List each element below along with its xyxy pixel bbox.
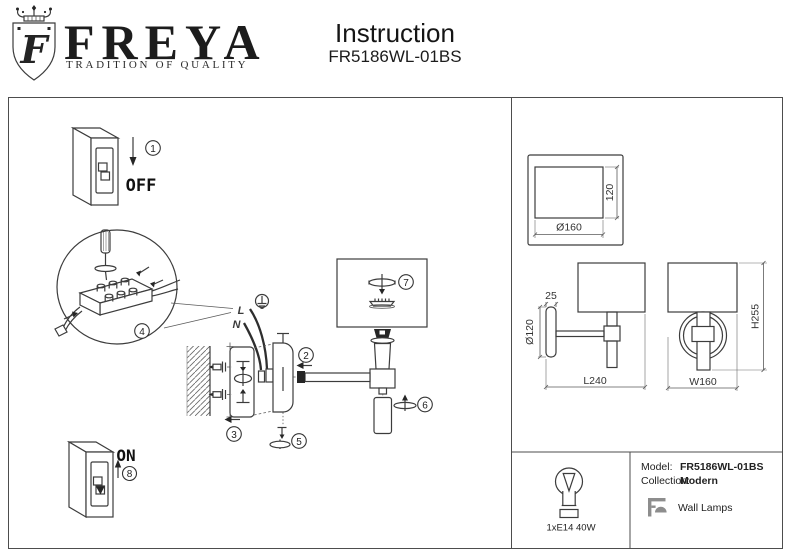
dim-height: H255 bbox=[750, 304, 762, 329]
step-marker-1 bbox=[145, 140, 161, 156]
model-value: FR5186WL-01BS bbox=[680, 461, 763, 473]
collection-value: Modern bbox=[680, 475, 718, 487]
step-number-8: 8 bbox=[127, 469, 133, 480]
model-info: Model: FR5186WL-01BS Collection: Modern … bbox=[641, 461, 763, 517]
step-number-1: 1 bbox=[150, 144, 156, 155]
mains-wiring: L N bbox=[233, 293, 274, 383]
collection-label: Collection: bbox=[641, 475, 690, 487]
bulb-spec-label: 1xE14 40W bbox=[546, 523, 595, 534]
live-wire bbox=[249, 308, 269, 370]
wall-lamp-icon bbox=[648, 498, 667, 517]
bulb-icon bbox=[554, 467, 584, 519]
step-marker-5 bbox=[291, 433, 307, 449]
keyhole-slot bbox=[233, 371, 253, 386]
live-wire-label: L bbox=[238, 305, 245, 317]
shield: F bbox=[12, 22, 56, 81]
step-marker-7 bbox=[398, 274, 414, 290]
panel-divider bbox=[511, 97, 512, 549]
page-title: Instruction bbox=[335, 18, 455, 48]
shade-front bbox=[667, 262, 738, 313]
wall-hatch bbox=[187, 346, 210, 416]
step-marker-6 bbox=[417, 396, 433, 413]
step-marker-8 bbox=[121, 465, 138, 482]
step-number-3: 3 bbox=[231, 430, 237, 441]
step-marker-4 bbox=[134, 323, 150, 339]
wall-screw bbox=[208, 389, 232, 400]
model-number: FR5186WL-01BS bbox=[328, 47, 462, 66]
arm-side bbox=[555, 330, 605, 338]
wall-arm bbox=[304, 372, 371, 383]
screwdriver-icon bbox=[94, 229, 117, 281]
side-view-drawing: 25 Ø120 L240 bbox=[524, 262, 648, 390]
step-number-6: 6 bbox=[422, 400, 428, 411]
step-number-5: 5 bbox=[296, 437, 302, 448]
step-number-7: 7 bbox=[403, 278, 409, 289]
backplate bbox=[272, 332, 294, 425]
dim-plate-thickness: 25 bbox=[545, 290, 557, 302]
bracket-screw-bottom bbox=[236, 389, 250, 404]
top-view-drawing: 120 Ø160 bbox=[527, 154, 624, 246]
step-marker-3 bbox=[226, 426, 242, 442]
wire-terminal bbox=[257, 370, 266, 383]
title-block: Instruction FR5186WL-01BS bbox=[270, 20, 520, 67]
model-label: Model: bbox=[641, 461, 673, 473]
wire-right bbox=[151, 279, 181, 292]
shade-holder-icon bbox=[368, 298, 396, 309]
neutral-wire-label: N bbox=[233, 319, 242, 331]
brand-name: FREYA bbox=[64, 14, 267, 70]
step-number-4: 4 bbox=[139, 327, 145, 338]
dim-top-depth: 120 bbox=[604, 184, 616, 202]
wire-end-connector bbox=[54, 324, 68, 337]
on-label: ON bbox=[116, 446, 135, 465]
wall-screw bbox=[208, 361, 232, 373]
step-marker-2 bbox=[298, 347, 314, 363]
crown-ornament bbox=[16, 5, 52, 22]
bulb-spec: 1xE14 40W bbox=[546, 467, 596, 534]
terminal-block bbox=[54, 266, 181, 337]
step-wire-connection: 4 bbox=[54, 229, 234, 345]
dim-projection: L240 bbox=[583, 375, 607, 387]
ground-symbol-icon bbox=[254, 293, 270, 309]
dim-top-width: Ø160 bbox=[556, 222, 582, 234]
tube-rotate-icon bbox=[393, 394, 417, 411]
glass-tube bbox=[373, 396, 393, 435]
arm-connector bbox=[297, 371, 305, 383]
step-power-off: 1 OFF bbox=[70, 126, 161, 207]
step-fix-finial: 5 bbox=[269, 426, 307, 449]
arm-junction bbox=[369, 368, 396, 389]
mounting-bracket bbox=[226, 342, 274, 421]
front-view-drawing: W160 H255 bbox=[665, 260, 767, 391]
content-border bbox=[8, 97, 783, 549]
step-attach-canopy: 2 bbox=[296, 347, 314, 369]
brand-tagline: TRADITION OF QUALITY bbox=[66, 59, 249, 71]
insert-arrows bbox=[63, 266, 164, 320]
finial-washer bbox=[269, 440, 291, 449]
off-label: OFF bbox=[126, 176, 157, 196]
magnifier-circle bbox=[56, 229, 178, 345]
finial-rotate-icon bbox=[368, 274, 396, 295]
switch-toggle bbox=[92, 476, 103, 486]
dim-plate-diameter: Ø120 bbox=[524, 319, 536, 345]
dim-width: W160 bbox=[689, 376, 717, 388]
installation-diagram: 1 OFF bbox=[54, 126, 433, 519]
neutral-wire bbox=[242, 322, 263, 371]
freya-crest-logo: F bbox=[12, 5, 56, 81]
socket-body bbox=[373, 342, 392, 370]
dimensions-panel: 120 Ø160 25 Ø120 bbox=[512, 154, 782, 548]
canopy-screw bbox=[277, 332, 289, 343]
bracket-screw-top bbox=[236, 360, 250, 372]
terminal-screws bbox=[96, 277, 138, 302]
logo-letter: F bbox=[20, 27, 51, 72]
category-label: Wall Lamps bbox=[678, 502, 732, 514]
step-number-2: 2 bbox=[303, 351, 309, 362]
wall-plate-side bbox=[545, 306, 557, 358]
wall-section bbox=[186, 346, 232, 416]
stem-stub bbox=[378, 387, 388, 395]
step-power-on: ON 8 bbox=[66, 440, 138, 519]
switch-toggle bbox=[97, 162, 108, 172]
lamp-assembly: 7 6 bbox=[293, 258, 433, 435]
shade-side bbox=[577, 262, 646, 313]
socket-ring bbox=[370, 337, 395, 344]
step-fix-bracket: 3 bbox=[224, 416, 242, 442]
